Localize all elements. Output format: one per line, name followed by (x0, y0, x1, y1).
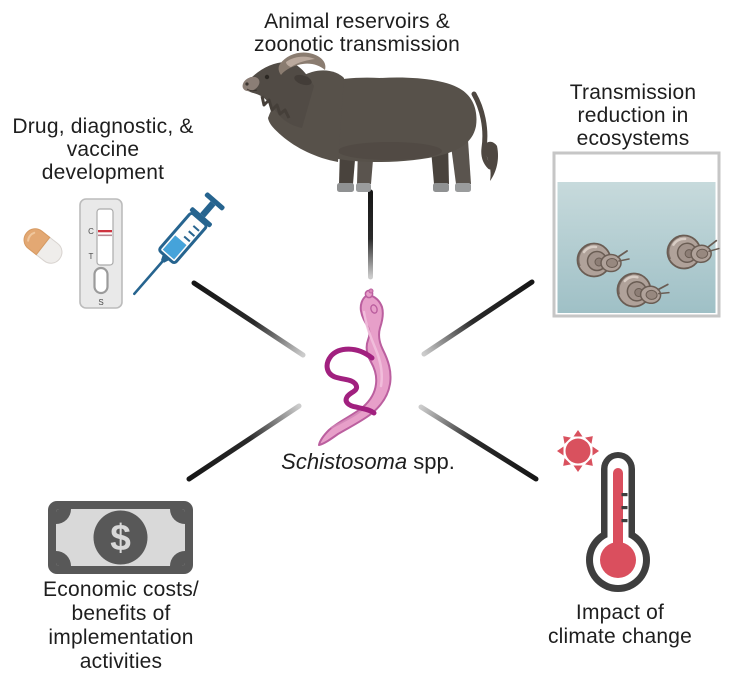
thermometer-sun-icon (557, 430, 650, 592)
species-name: Schistosoma (281, 449, 408, 474)
schistosoma-worm-icon (318, 288, 392, 446)
label-animal-reservoirs: Animal reservoirs & zoonotic transmissio… (253, 10, 461, 56)
center-species-label: Schistosoma spp. (258, 449, 478, 475)
syringe-icon (133, 192, 225, 296)
connector-lower-right (418, 404, 539, 482)
snail-aquarium-icon (552, 151, 722, 318)
water-buffalo-icon (242, 52, 499, 192)
label-drug-development: Drug, diagnostic, & vaccine development (12, 115, 194, 184)
connector-lines (186, 189, 539, 482)
control-line (98, 230, 112, 233)
thermometer-icon (586, 452, 650, 592)
cassette-test-letter: T (89, 252, 94, 261)
lateral-flow-test-icon: C T S (79, 198, 123, 309)
label-climate-change: Impact of climate change (547, 601, 693, 648)
pill-icon (23, 228, 63, 264)
label-transmission-reduction: Transmission reduction in ecosystems (569, 81, 697, 150)
species-suffix: spp. (407, 449, 455, 474)
sun-icon (557, 430, 599, 472)
dollar-sign: $ (110, 517, 131, 558)
dollar-bill-icon: $ (48, 501, 193, 574)
label-economic-costs: Economic costs/ benefits of implementati… (43, 578, 199, 673)
connector-upper-right (421, 279, 535, 357)
cassette-control-letter: C (88, 227, 94, 236)
cassette-sample-letter: S (98, 298, 103, 307)
connector-lower-left (186, 403, 302, 482)
connector-upper-left (191, 280, 306, 358)
faint-test-line (98, 234, 112, 237)
female-worm (324, 346, 377, 416)
